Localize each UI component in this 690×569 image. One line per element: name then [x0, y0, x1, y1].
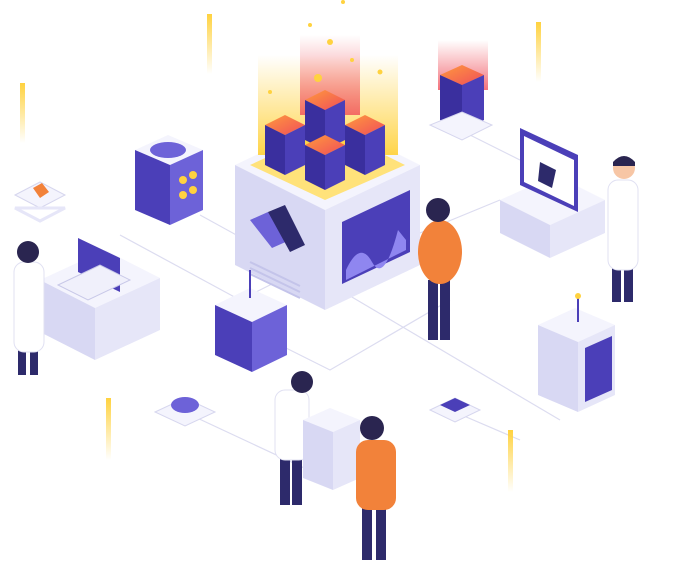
calendar-cube: [215, 270, 287, 372]
gauge-cube: [135, 135, 203, 225]
cloud-tile: [153, 397, 217, 427]
people-carrying-server: [274, 371, 396, 560]
chart-tower: [538, 293, 615, 412]
laptop-desk: [40, 238, 160, 360]
server-stack-top-right: [428, 40, 494, 141]
light-beams: [20, 14, 541, 492]
scientist-left: [13, 241, 45, 375]
server-stack-glowing: [258, 0, 398, 190]
panel-tile: [428, 397, 482, 423]
scientist-right: [607, 156, 639, 302]
person-orange-standing: [418, 198, 462, 340]
crystal-tile: [13, 181, 67, 223]
analytics-dashboard-station: [500, 128, 605, 258]
